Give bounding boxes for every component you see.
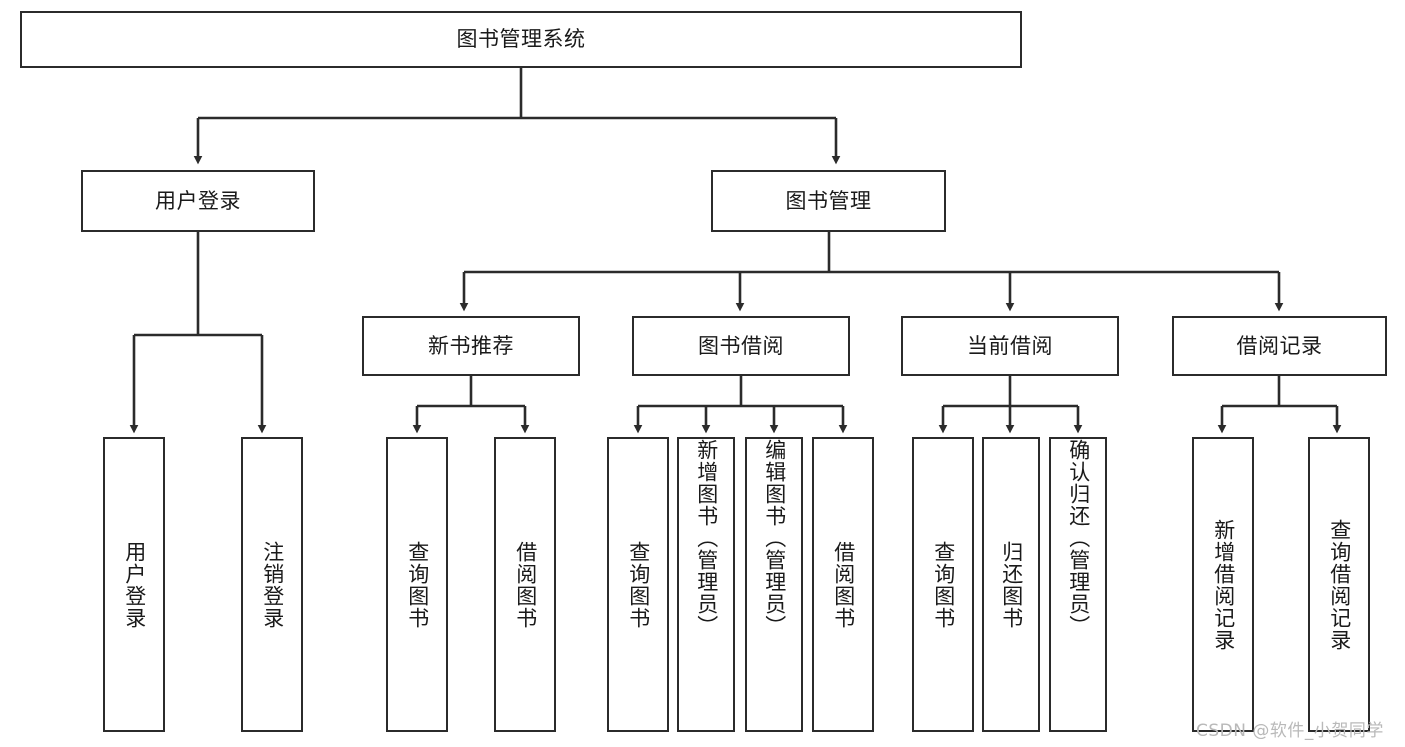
node-user-login[interactable]: 用户登录 [81, 170, 315, 232]
node-label: 查询图书 [626, 540, 651, 629]
node-new-book-recommend[interactable]: 新书推荐 [362, 316, 580, 376]
leaf-new-book-query[interactable]: 查询图书 [386, 437, 448, 732]
node-label: 借阅记录 [1236, 333, 1323, 358]
node-label: 当前借阅 [967, 333, 1053, 358]
leaf-book-borrow-edit[interactable]: 编辑图书（管理员） [745, 437, 803, 732]
node-book-borrow[interactable]: 图书借阅 [632, 316, 850, 376]
leaf-book-borrow-query[interactable]: 查询图书 [607, 437, 669, 732]
csdn-watermark: CSDN @软件_小贺同学 [1196, 721, 1384, 741]
node-label: 查询图书 [405, 540, 430, 629]
node-borrow-record[interactable]: 借阅记录 [1172, 316, 1387, 376]
leaf-user-login-logout[interactable]: 注销登录 [241, 437, 303, 732]
leaf-current-borrow-return[interactable]: 归还图书 [982, 437, 1040, 732]
leaf-current-borrow-confirm-return[interactable]: 确认归还（管理员） [1049, 437, 1107, 732]
node-label: 图书管理 [785, 188, 872, 213]
node-label: 查询图书 [931, 540, 956, 629]
node-label: 借阅图书 [831, 540, 856, 629]
node-label: 新增借阅记录 [1211, 518, 1236, 651]
node-label: 用户登录 [155, 188, 241, 213]
node-label: 图书借阅 [698, 333, 784, 358]
leaf-current-borrow-query[interactable]: 查询图书 [912, 437, 974, 732]
leaf-new-book-borrow[interactable]: 借阅图书 [494, 437, 556, 732]
leaf-book-borrow-add[interactable]: 新增图书（管理员） [677, 437, 735, 732]
node-label: 确认归还（管理员） [1066, 439, 1091, 637]
leaf-book-borrow-borrow[interactable]: 借阅图书 [812, 437, 874, 732]
node-label: 注销登录 [260, 540, 285, 629]
node-label: 用户登录 [122, 540, 147, 629]
node-label: 归还图书 [999, 540, 1024, 629]
node-label: 借阅图书 [513, 540, 538, 629]
node-label: 图书管理系统 [456, 27, 586, 51]
leaf-borrow-record-add[interactable]: 新增借阅记录 [1192, 437, 1254, 732]
node-label: 查询借阅记录 [1327, 518, 1352, 651]
node-current-borrow[interactable]: 当前借阅 [901, 316, 1119, 376]
node-root-system[interactable]: 图书管理系统 [20, 11, 1022, 68]
node-label: 新增图书（管理员） [694, 439, 719, 637]
node-book-management[interactable]: 图书管理 [711, 170, 946, 232]
node-label: 编辑图书（管理员） [762, 439, 787, 637]
leaf-user-login-login[interactable]: 用户登录 [103, 437, 165, 732]
leaf-borrow-record-query[interactable]: 查询借阅记录 [1308, 437, 1370, 732]
node-label: 新书推荐 [428, 333, 514, 358]
